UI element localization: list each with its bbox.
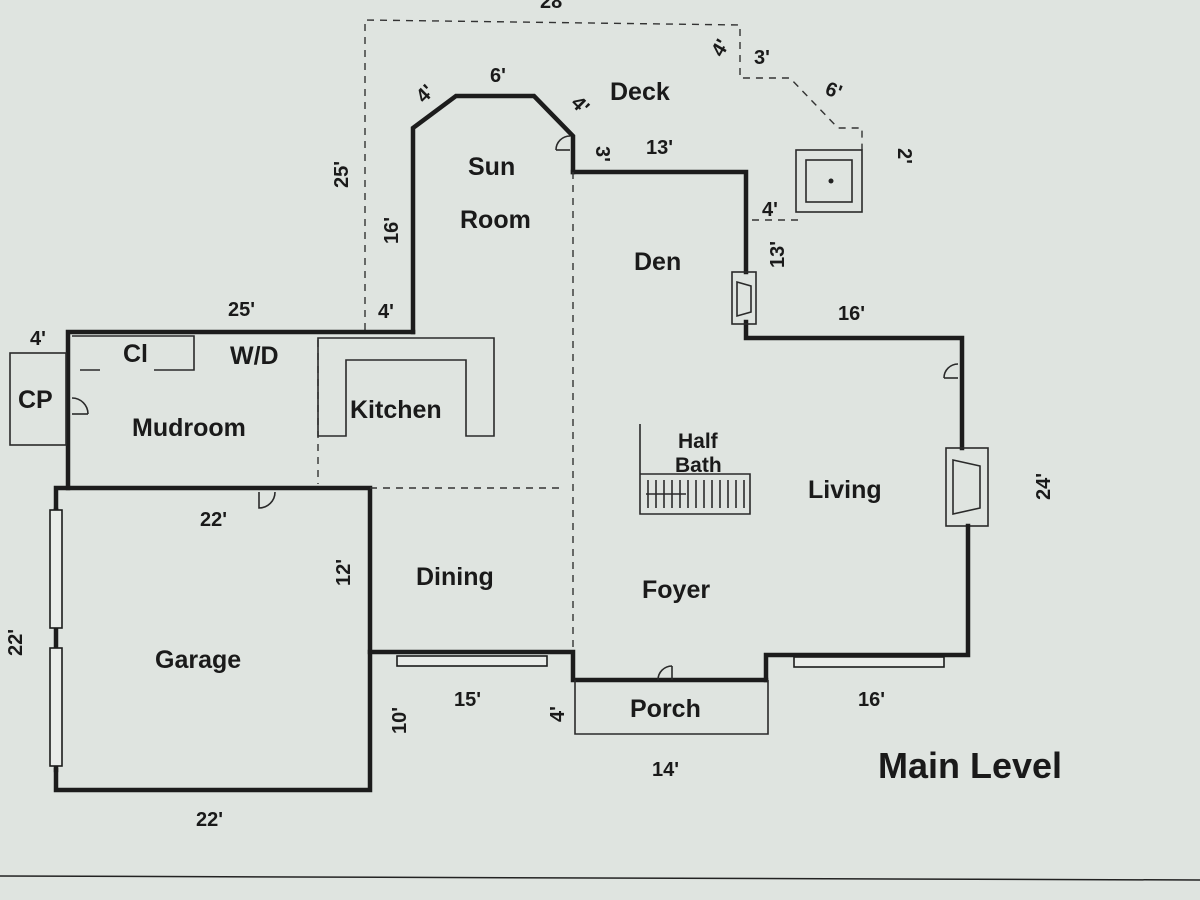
deck-hot-tub — [795, 149, 863, 213]
dim-sun-side: 16' — [381, 217, 403, 244]
room-label-sun: Sun — [468, 153, 515, 181]
room-label-deck: Deck — [610, 78, 670, 106]
mudroom-fixtures — [9, 335, 195, 446]
page-edge-line — [0, 875, 1200, 881]
plan-title: Main Level — [878, 745, 1062, 786]
den-fireplace — [731, 271, 757, 325]
dim-living-top: 16' — [838, 303, 865, 325]
dim-den-right: 13' — [767, 241, 789, 268]
dim-garage-bottom: 22' — [196, 809, 223, 831]
dim-sun-base-4: 4' — [378, 301, 394, 323]
room-label-porch: Porch — [630, 695, 701, 723]
dim-living-side: 24' — [1033, 473, 1055, 500]
dim-deck-top: 28' — [540, 0, 567, 13]
kitchen-counter — [317, 337, 495, 437]
dim-garage-top: 22' — [200, 509, 227, 531]
room-label-living: Living — [808, 476, 882, 504]
dim-den-top: 13' — [646, 137, 673, 159]
room-label-dining: Dining — [416, 563, 494, 591]
half-bath-stairs — [639, 424, 751, 515]
room-label-garage: Garage — [155, 646, 241, 674]
dim-deck-inner-4: 4' — [762, 199, 778, 221]
dim-mudroom-top: 25' — [228, 299, 255, 321]
room-label-bath: Bath — [675, 454, 722, 477]
room-label-half: Half — [678, 430, 719, 453]
dim-den-side-3: 3' — [591, 146, 613, 162]
dim-porch-depth: 4' — [547, 706, 569, 722]
room-label-mudroom: Mudroom — [132, 414, 246, 442]
room-label-room: Room — [460, 206, 531, 234]
dim-garage-inner: 12' — [333, 559, 355, 586]
den-walls — [570, 169, 965, 650]
room-label-cp: CP — [18, 386, 53, 414]
dim-deck-step-3: 3' — [754, 47, 770, 69]
room-label-wd: W/D — [230, 342, 279, 370]
room-label-cl: Cl — [123, 340, 148, 368]
front-walls — [367, 649, 945, 735]
dim-deck-right-2: 2' — [893, 148, 915, 164]
dim-deck-diag-6: 6' — [822, 78, 844, 104]
dim-living-bottom: 16' — [858, 689, 885, 711]
room-label-kitchen: Kitchen — [350, 396, 442, 424]
room-label-foyer: Foyer — [642, 576, 710, 604]
room-label-den: Den — [634, 248, 681, 276]
dim-garage-left: 22' — [5, 629, 27, 656]
living-walls — [763, 363, 989, 683]
dim-porch-width: 14' — [652, 759, 679, 781]
dim-deck-left: 25' — [331, 161, 353, 188]
stair-treads — [646, 480, 745, 508]
dim-cp-width: 4' — [30, 328, 46, 350]
deck-outline — [364, 19, 863, 330]
mudroom-garage-walls — [49, 329, 560, 793]
dim-dining-step: 10' — [389, 707, 411, 734]
dim-sun-top: 6' — [490, 65, 506, 87]
sun-room-walls — [410, 93, 576, 335]
dim-dining-bottom: 15' — [454, 689, 481, 711]
